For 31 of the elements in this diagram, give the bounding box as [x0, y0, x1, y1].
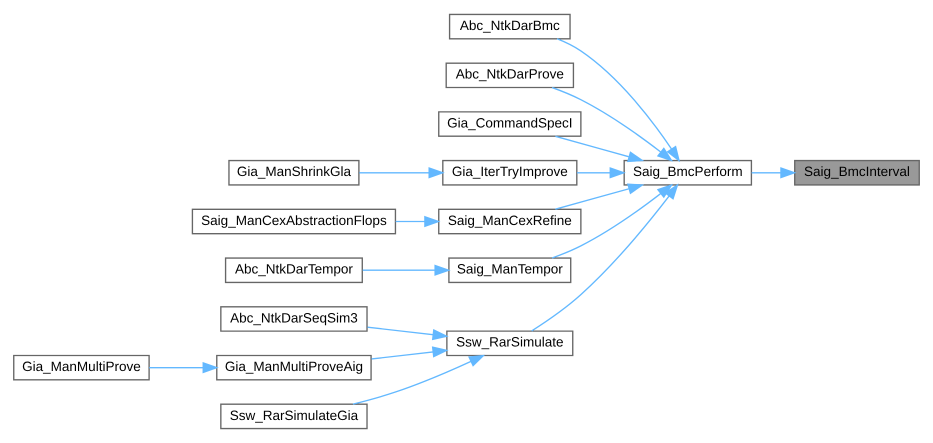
- arrow: [396, 216, 440, 228]
- node-box: Saig_ManCexAbstractionFlops: [192, 208, 396, 234]
- arrow: [552, 86, 674, 162]
- node-box: Ssw_RarSimulateGia: [220, 404, 368, 430]
- arrow: [531, 183, 679, 332]
- node-box: Gia_ManShrinkGla: [228, 160, 360, 186]
- arrow: [372, 346, 449, 360]
- node-box: Abc_NtkDarSeqSim3: [220, 306, 368, 332]
- node-box: Gia_ManMultiProve: [13, 354, 150, 381]
- node-box: Gia_IterTryImprove: [442, 160, 578, 186]
- node-box: Abc_NtkDarBmc: [448, 14, 571, 40]
- arrow: [352, 354, 486, 405]
- arrow: [362, 264, 451, 276]
- arrow: [555, 183, 644, 210]
- arrow: [149, 362, 219, 374]
- node-box: Abc_NtkDarTempor: [224, 257, 363, 284]
- arrow: [552, 184, 674, 259]
- arrow: [359, 167, 445, 178]
- node-box: Ssw_RarSimulate: [446, 330, 574, 356]
- arrow: [556, 38, 680, 162]
- node-box: Gia_CommandSpecI: [438, 111, 582, 137]
- node-box: Saig_ManTempor: [448, 257, 572, 284]
- node-box: Gia_ManMultiProveAig: [216, 354, 372, 381]
- arrow: [752, 167, 797, 178]
- arrow: [367, 326, 449, 340]
- arrow: [555, 136, 644, 162]
- node-box: Saig_BmcPerform: [624, 160, 752, 186]
- node-box: Saig_BmcInterval: [794, 160, 920, 186]
- node-box: Saig_ManCexRefine: [438, 208, 582, 234]
- arrow: [576, 167, 626, 178]
- node-box: Abc_NtkDarProve: [446, 62, 574, 88]
